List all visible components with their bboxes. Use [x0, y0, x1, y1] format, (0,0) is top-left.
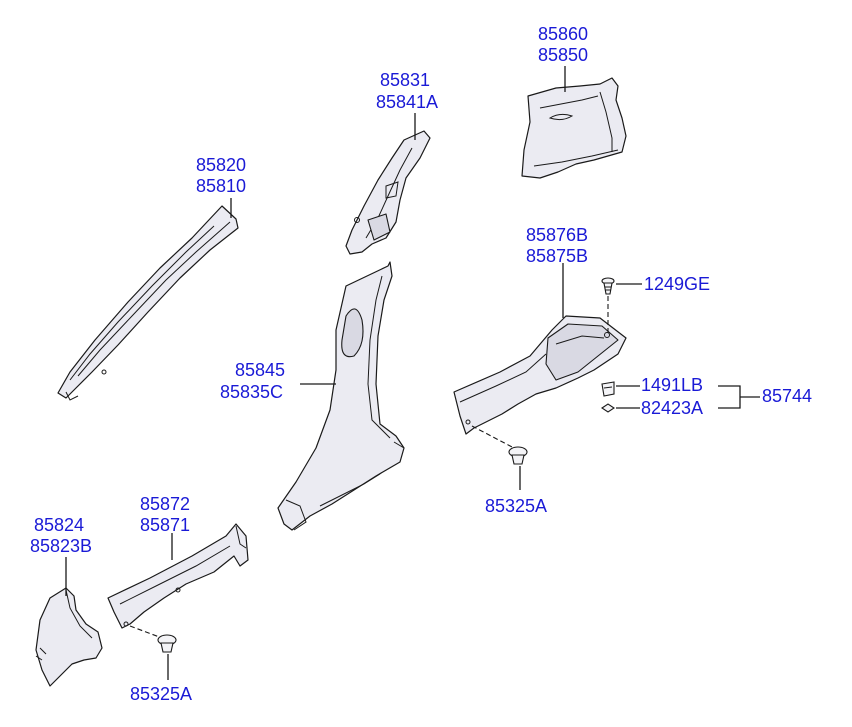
label-85831: 85831: [380, 70, 430, 90]
label-1491lb: 1491LB: [641, 375, 703, 395]
retainer-82423a: [601, 403, 615, 413]
front-scuff-trim: [107, 523, 249, 629]
label-82423a: 82423A: [641, 398, 703, 418]
label-85860: 85860: [538, 24, 588, 44]
b-pillar-lower-trim: [277, 261, 405, 531]
label-85841a: 85841A: [376, 92, 438, 112]
label-85835c: 85835C: [220, 382, 283, 402]
label-1249ge: 1249GE: [644, 274, 710, 294]
cowl-side-trim: [35, 587, 103, 687]
clip-assy-bracket: [718, 385, 760, 409]
a-pillar-trim: [57, 205, 239, 401]
label-85325a-front: 85325A: [130, 684, 192, 704]
rear-fastener-dash: [471, 425, 515, 449]
label-85871: 85871: [140, 515, 190, 535]
rear-fastener: [508, 446, 528, 465]
rear-scuff-trim: [453, 315, 627, 435]
label-85820: 85820: [196, 155, 246, 175]
b-pillar-upper-trim: [345, 130, 431, 255]
front-fastener-dash: [129, 625, 163, 639]
label-85325a-rear: 85325A: [485, 496, 547, 516]
label-85875b: 85875B: [526, 246, 588, 266]
screw-1249ge: [601, 277, 615, 295]
label-85876b: 85876B: [526, 225, 588, 245]
label-85850: 85850: [538, 45, 588, 65]
label-85872: 85872: [140, 494, 190, 514]
c-pillar-trim: [521, 77, 627, 179]
label-85845: 85845: [235, 360, 285, 380]
clip-nut-1491lb: [601, 381, 615, 397]
label-85824: 85824: [34, 515, 84, 535]
label-85744: 85744: [762, 386, 812, 406]
label-85810: 85810: [196, 176, 246, 196]
label-85823b: 85823B: [30, 536, 92, 556]
front-fastener: [157, 634, 177, 653]
